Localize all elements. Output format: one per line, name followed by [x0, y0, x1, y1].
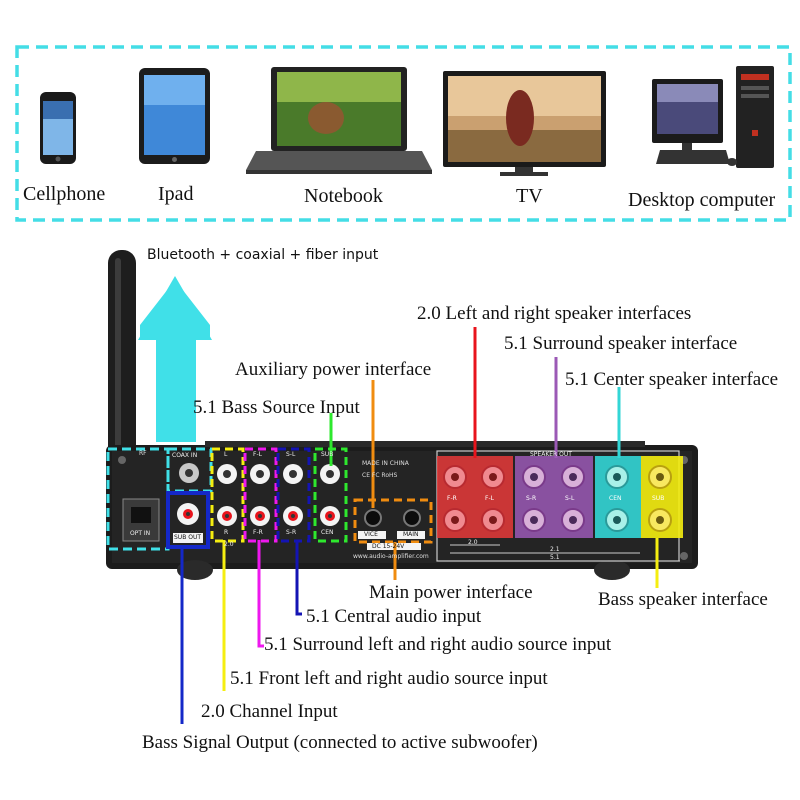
device-label-notebook: Notebook: [304, 185, 383, 207]
rca-label-cen: CEN: [321, 529, 334, 536]
callout-2-0-channel: 2.0 Channel Input: [201, 701, 338, 722]
desktop-computer-icon: [652, 66, 774, 168]
tablet-icon: [139, 68, 210, 164]
callout-center-speaker: 5.1 Center speaker interface: [565, 369, 779, 390]
device-label-tv: TV: [516, 185, 543, 207]
device-label-desktop: Desktop computer: [628, 189, 776, 211]
laptop-icon: [246, 67, 432, 174]
spk-group-2-0: 2.0: [468, 539, 478, 546]
spk-label-fr: F-R: [447, 495, 457, 502]
panel-opt-label: OPT IN: [130, 530, 151, 537]
spk-label-sr: S-R: [526, 495, 537, 502]
panel-coax-label: COAX IN: [172, 452, 198, 459]
input-label: Bluetooth + coaxial + fiber input: [147, 247, 379, 263]
callout-surround-source: 5.1 Surround left and right audio source…: [264, 634, 612, 655]
rca-label-l: L: [224, 451, 228, 458]
panel-vice-label: VICE: [364, 531, 378, 538]
callout-2-0-speaker: 2.0 Left and right speaker interfaces: [417, 303, 692, 324]
callout-aux-power: Auxiliary power interface: [235, 359, 432, 380]
callout-central-audio: 5.1 Central audio input: [306, 606, 482, 627]
callout-main-power: Main power interface: [369, 582, 533, 603]
cellphone-icon: [40, 92, 76, 164]
speaker-posts: [443, 465, 672, 532]
device-label-cellphone: Cellphone: [23, 183, 106, 205]
panel-dc-label: DC 15-24V: [372, 543, 405, 550]
panel-url-label: www.audio-amplifier.com: [353, 553, 429, 560]
panel-sub-out-label: SUB OUT: [174, 534, 202, 541]
spk-group-2-1: 2.1: [550, 546, 560, 553]
spk-label-sub: SUB: [652, 495, 665, 502]
spk-label-fl: F-L: [485, 495, 494, 502]
callout-bass-output: Bass Signal Output (connected to active …: [142, 732, 538, 753]
rca-label-r: R: [224, 529, 229, 536]
antenna: [108, 250, 136, 466]
device-label-ipad: Ipad: [158, 183, 194, 205]
rca-label-sub: SUB: [321, 451, 334, 458]
callout-bass-source: 5.1 Bass Source Input: [193, 397, 360, 418]
panel-speaker-out-label: SPEAKER OUT: [530, 451, 572, 458]
rca-label-sl: S-L: [286, 451, 296, 458]
callout-bass-speaker: Bass speaker interface: [598, 589, 768, 610]
rca-label-fr: F-R: [253, 529, 263, 536]
tv-icon: [443, 71, 606, 176]
spk-label-sl: S-L: [565, 495, 575, 502]
rca-label-sr: S-R: [286, 529, 297, 536]
panel-main-label: MAIN: [403, 531, 419, 538]
panel-rf-label: RF: [139, 450, 147, 457]
spk-label-cen: CEN: [609, 495, 622, 502]
callout-surround-speaker: 5.1 Surround speaker interface: [504, 333, 738, 354]
spk-group-5-1: 5.1: [550, 554, 560, 561]
rca-label-fl: F-L: [253, 451, 262, 458]
rca-label-2-0: 2.0: [224, 541, 234, 548]
callout-front-source: 5.1 Front left and right audio source in…: [230, 668, 548, 689]
panel-made-in-label: MADE IN CHINA: [362, 460, 409, 467]
panel-cert-label: CE FC RoHS: [362, 472, 398, 479]
